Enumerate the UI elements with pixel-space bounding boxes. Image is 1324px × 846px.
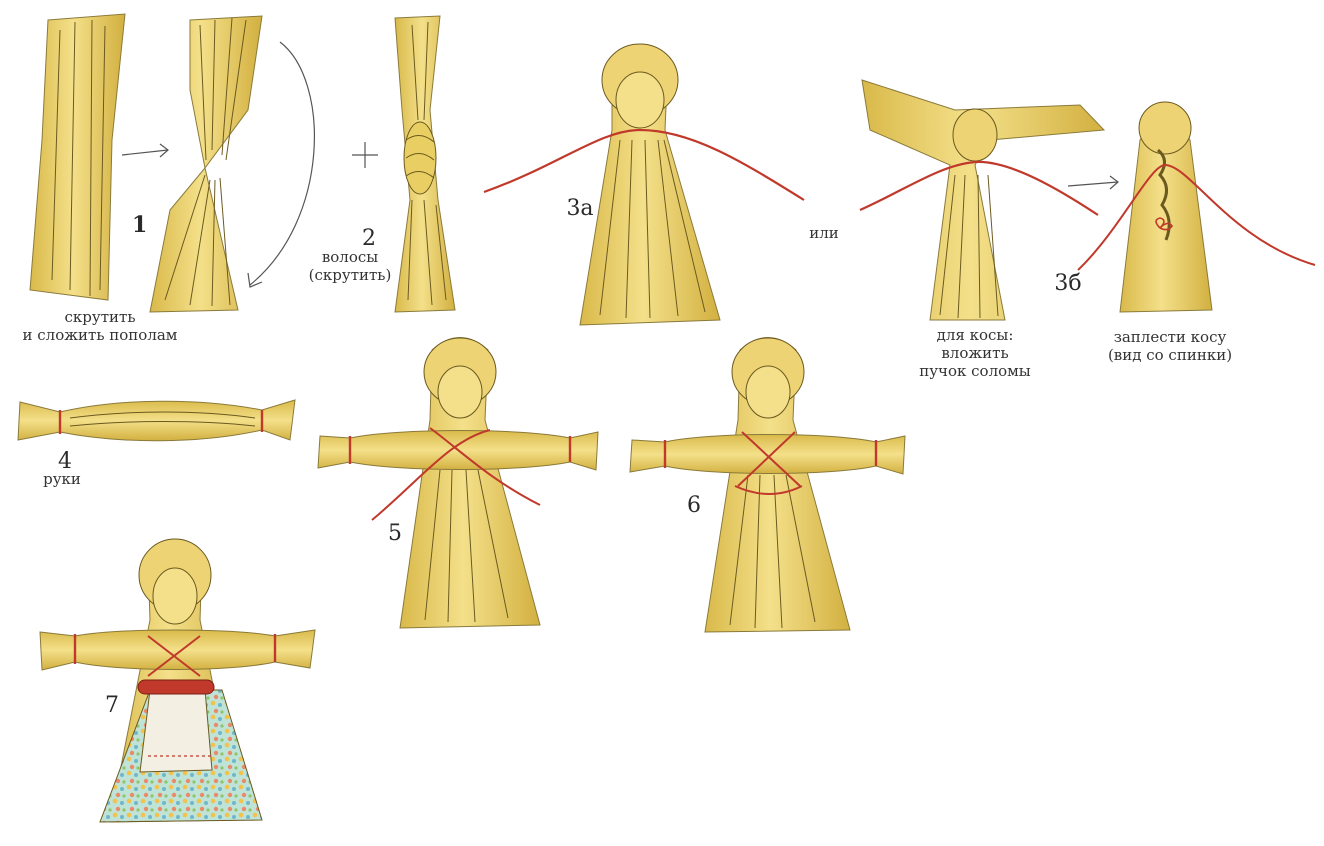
plus-icon [352, 142, 378, 168]
step1-caption-line1: скрутить [65, 308, 136, 326]
step3b-doll-back [1078, 102, 1315, 312]
step6-number: 6 [687, 493, 701, 518]
step3a-number: 3а [566, 196, 593, 221]
step3b-number: 3б [1054, 271, 1081, 296]
step2-hair-bundle [395, 16, 455, 312]
or-label: или [809, 224, 839, 242]
step4-caption: руки [43, 470, 81, 488]
step7-finished-doll [40, 539, 315, 822]
braid-note-line2: вложить [941, 344, 1008, 362]
arrow-right-icon [1068, 176, 1118, 189]
step4-arms-roll [18, 400, 295, 441]
step5-doll-with-arms [318, 338, 598, 629]
step3a-doll-body [484, 44, 804, 325]
step2-caption-line2: (скрутить) [309, 266, 392, 284]
step5-number: 5 [388, 521, 402, 546]
arrow-right-icon [122, 144, 168, 157]
step1-caption-line2: и сложить пополам [23, 326, 178, 344]
braid-note-line3: пучок соломы [919, 362, 1031, 380]
step1-straw-bundle [30, 14, 125, 300]
step7-number: 7 [105, 693, 119, 718]
braid-note-line1: для косы: [937, 326, 1014, 344]
step3b-caption-line2: (вид со спинки) [1108, 346, 1232, 364]
step3b-caption-line1: заплести косу [1114, 328, 1227, 346]
step1-number: 1 [132, 212, 147, 238]
step1-twisted-bundle [150, 16, 262, 312]
step6-doll-crossed-thread [630, 338, 905, 633]
step2-caption-line1: волосы [322, 248, 378, 266]
curved-arrow-icon [248, 42, 314, 287]
